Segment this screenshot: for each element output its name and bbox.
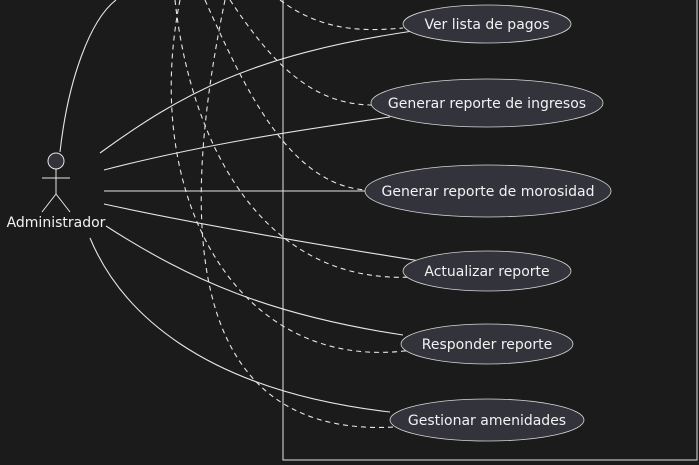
use-case-label: Generar reporte de morosidad [381, 184, 594, 200]
use-case-label: Responder reporte [422, 337, 552, 353]
use-case-label: Gestionar amenidades [408, 413, 566, 429]
dashed-edge-responder [170, 0, 413, 353]
solid-edge-generar-ingresos [103, 116, 391, 171]
use-case-generar-reporte-de-ingresos[interactable]: Generar reporte de ingresos [370, 78, 604, 128]
solid-edge-top [59, 0, 117, 153]
solid-edge-responder [105, 225, 404, 336]
actor-administrador[interactable]: Administrador [7, 152, 106, 231]
use-case-gestionar-amenidades[interactable]: Gestionar amenidades [389, 398, 585, 442]
use-case-label: Generar reporte de ingresos [388, 96, 586, 112]
actor-head [47, 152, 65, 170]
dashed-edge-gestionar [200, 0, 396, 428]
dashed-edge-actualizar [174, 0, 414, 278]
dashed-edge-ver-lista [279, 0, 404, 31]
solid-associations [59, 0, 421, 413]
use-case-ver-lista-de-pagos[interactable]: Ver lista de pagos [402, 4, 572, 44]
dashed-connectors [170, 0, 414, 428]
system-boundary [282, 0, 698, 461]
solid-edge-actualizar [103, 203, 421, 262]
actor-left-leg [41, 193, 57, 213]
use-case-generar-reporte-de-morosidad[interactable]: Generar reporte de morosidad [364, 164, 612, 218]
solid-edge-gestionar [89, 237, 391, 413]
actor-right-leg [55, 193, 71, 213]
dashed-edge-generar-ingresos [229, 0, 374, 106]
use-case-label: Ver lista de pagos [424, 17, 549, 33]
dashed-edge-generar-morosidad [204, 0, 367, 191]
use-case-label: Actualizar reporte [424, 264, 549, 280]
solid-edge-ver-lista [99, 30, 414, 154]
use-case-actualizar-reporte[interactable]: Actualizar reporte [402, 250, 572, 292]
use-case-responder-reporte[interactable]: Responder reporte [400, 323, 574, 365]
actor-label: Administrador [7, 215, 106, 231]
